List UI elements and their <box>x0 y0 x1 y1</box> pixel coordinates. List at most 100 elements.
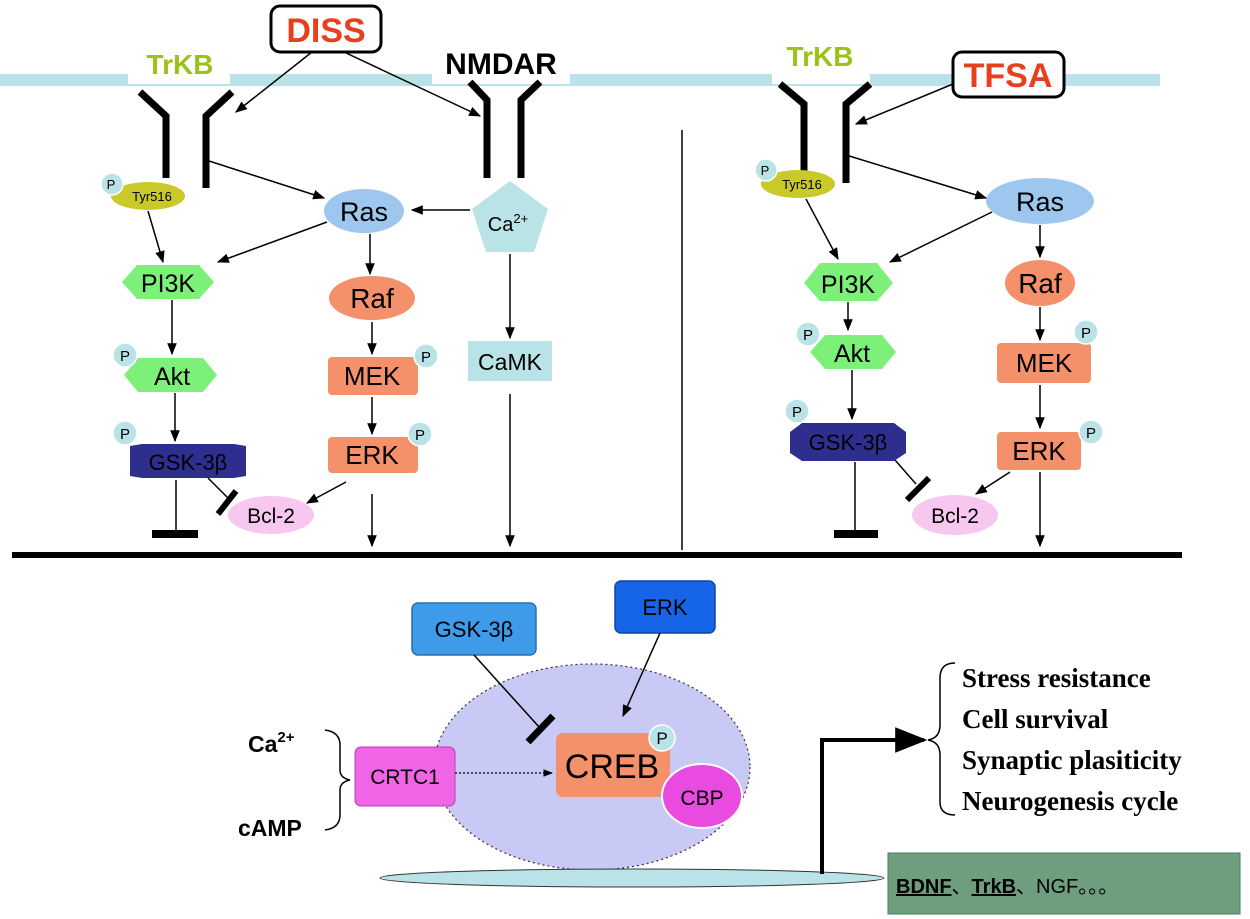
gene-trkb: TrkB <box>972 876 1016 898</box>
mek-label-left: MEK <box>344 361 401 391</box>
akt-node-left <box>124 358 217 392</box>
phospho-mek-label-left: P <box>421 349 431 366</box>
arrow-erk-creb <box>622 632 661 718</box>
genes-box <box>887 852 1241 915</box>
inhibit-bar-bcl2-left <box>215 489 239 516</box>
gsk3b-node-right <box>790 423 906 461</box>
tyr516-label-left: Tyr516 <box>132 189 172 204</box>
diss-label: DISS <box>286 12 365 50</box>
pi3k-node-right <box>804 263 893 301</box>
raf-node-left <box>329 276 415 320</box>
outcome-stress-resistance: Stress resistance <box>962 663 1151 693</box>
ras-node-left <box>324 189 404 233</box>
pi3k-node-left <box>122 265 214 299</box>
erk-label-left: ERK <box>345 440 399 470</box>
phospho-mek-label-right: P <box>1081 325 1091 342</box>
phospho-tyr-left <box>100 172 124 196</box>
right-panel-arrows <box>805 154 1045 548</box>
phospho-mek-left <box>413 343 439 369</box>
akt-node-right <box>810 335 896 369</box>
erk-nuclear-box <box>614 580 716 634</box>
gsk3b-label-right: GSK-3β <box>809 430 888 455</box>
outcome-synaptic-plasticity: Synaptic plasiticity <box>962 745 1182 775</box>
nmdar-receptor <box>467 79 543 178</box>
brace-outcomes <box>927 662 956 816</box>
crtc1-box <box>354 746 456 807</box>
crtc1-label: CRTC1 <box>370 766 440 789</box>
nmdar-label: NMDAR <box>445 48 557 81</box>
raf-node-right <box>1005 260 1075 306</box>
ras-node-right <box>986 178 1094 224</box>
phospho-creb-label: P <box>656 729 667 748</box>
bcl2-label-right: Bcl-2 <box>931 505 979 528</box>
tyr516-node-right <box>761 170 835 198</box>
camp-label: cAMP <box>238 815 302 841</box>
arrow-diss-trkb <box>235 51 313 113</box>
phospho-tyr-label-left: P <box>107 177 116 192</box>
phospho-gsk-left <box>112 420 138 446</box>
mek-node-right <box>997 343 1091 383</box>
bcl2-label-left: Bcl-2 <box>247 505 295 528</box>
gsk3b-label-left: GSK-3β <box>149 450 228 475</box>
ca-pentagon <box>472 181 548 252</box>
nmdar-label-bg <box>432 44 570 84</box>
phospho-erk-label-right: P <box>1086 425 1096 442</box>
left-panel-arrows <box>147 159 515 548</box>
arrow-dna-outcomes <box>820 727 928 874</box>
phospho-gsk-label-left: P <box>120 426 130 443</box>
phospho-akt-right <box>795 321 821 347</box>
raf-label-left: Raf <box>350 283 394 314</box>
erk-node-left <box>328 437 418 473</box>
cbp-label: CBP <box>680 787 723 810</box>
ras-label-right: Ras <box>1016 187 1064 217</box>
brace-ca-camp <box>324 729 351 831</box>
camk-label: CaMK <box>478 349 543 375</box>
phospho-akt-left <box>112 342 138 368</box>
creb-label: CREB <box>565 748 659 786</box>
phospho-gsk-label-right: P <box>792 404 802 421</box>
phospho-gsk-right <box>784 398 810 424</box>
outcome-cell-survival: Cell survival <box>962 704 1109 734</box>
tfsa-box <box>951 50 1066 99</box>
erk-nuclear-label: ERK <box>642 595 688 620</box>
phospho-tyr-right <box>754 158 778 182</box>
erk-node-right <box>997 432 1081 470</box>
phospho-tyr-label-right: P <box>761 163 770 178</box>
gsk3b-node-left <box>130 444 246 478</box>
tyr516-label-right: Tyr516 <box>782 177 822 192</box>
trkb-label-right: TrKB <box>787 41 854 72</box>
diss-box <box>269 4 383 54</box>
inhibit-bar-bcl2-right <box>904 475 932 503</box>
erk-label-right: ERK <box>1012 436 1066 466</box>
bcl2-node-right <box>912 495 998 535</box>
ca-label-left: Ca2+ <box>488 211 528 236</box>
arrow-tfsa-trkb <box>854 83 954 125</box>
cbp-node <box>661 763 743 829</box>
arrow-diss-nmdar <box>343 51 482 117</box>
gsk3b-nuclear-label: GSK-3β <box>435 617 514 642</box>
phospho-erk-right <box>1078 419 1104 445</box>
genes-label: BDNF、TrkB、NGF。。。 <box>896 876 1118 898</box>
phospho-erk-label-left: P <box>415 427 425 444</box>
nuclear-boundary-line <box>12 552 1182 558</box>
trkb-receptor-right <box>777 81 873 183</box>
tyr516-node-left <box>111 182 185 210</box>
phospho-mek-right <box>1073 319 1099 345</box>
pi3k-label-left: PI3K <box>141 270 196 298</box>
inhibit-line-gsk-creb <box>473 654 541 729</box>
ca-label-nucleus: Ca2+ <box>248 729 295 757</box>
phospho-creb <box>648 724 676 752</box>
phospho-akt-label-right: P <box>803 327 813 344</box>
akt-label-right: Akt <box>834 340 870 368</box>
inhibit-bar-creb <box>525 713 556 745</box>
ras-label-left: Ras <box>340 197 388 227</box>
trkb-label-left: TrKB <box>147 49 214 80</box>
akt-label-left: Akt <box>154 363 190 391</box>
dna-strand <box>379 868 885 888</box>
phospho-akt-label-left: P <box>120 348 130 365</box>
trkb-receptor-left <box>137 89 235 188</box>
pi3k-label-right: PI3K <box>821 271 876 299</box>
camk-node <box>468 341 552 381</box>
bcl2-node-left <box>228 496 314 534</box>
